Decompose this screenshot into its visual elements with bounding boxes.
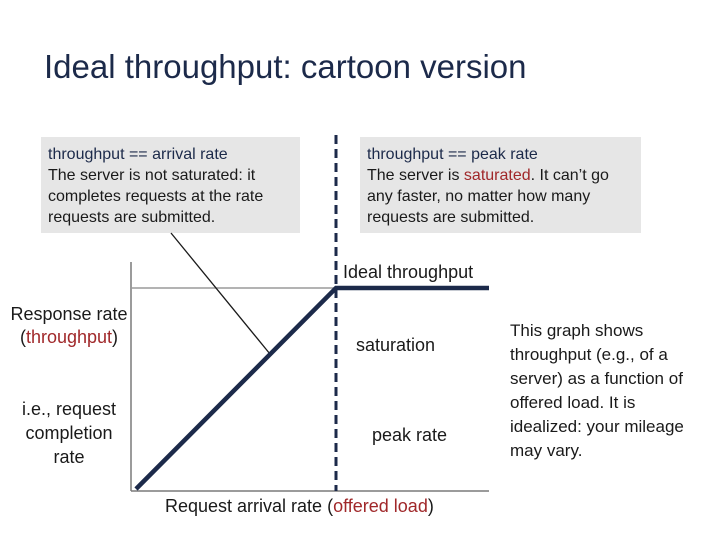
- saturated-callout-body-end: . It can’t go any faster, no matter how …: [367, 167, 609, 226]
- y-axis-label: Response rate (throughput): [10, 303, 128, 349]
- ideal-throughput-label: Ideal throughput: [343, 262, 474, 282]
- unsaturated-callout: throughput == arrival rate The server is…: [41, 137, 300, 233]
- saturated-callout-body: The server is saturated. It can’t go any…: [367, 165, 634, 228]
- saturated-word: saturated: [463, 167, 531, 184]
- page-title: Ideal throughput: cartoon version: [44, 48, 527, 85]
- y-axis-label-highlight: throughput: [25, 327, 113, 347]
- y-axis-sublabel: i.e., request completion rate: [21, 399, 117, 467]
- saturated-callout-heading: throughput == peak rate: [367, 146, 538, 163]
- x-axis-label-highlight: offered load: [333, 496, 428, 516]
- x-axis-label-end: ): [427, 496, 434, 516]
- x-axis-label: Request arrival rate (offered load): [165, 496, 434, 517]
- unsaturated-callout-body: The server is not saturated: it complete…: [48, 167, 264, 226]
- y-axis-label-start: Response rate (: [10, 304, 128, 347]
- saturated-callout-body-start: The server is: [367, 167, 464, 184]
- ideal-throughput-curve: [134, 285, 489, 491]
- saturation-label: saturation: [356, 335, 436, 355]
- y-axis-label-end: ): [112, 327, 119, 347]
- unsaturated-pointer: [170, 232, 271, 355]
- side-note: This graph shows throughput (e.g., of a …: [510, 321, 684, 460]
- unsaturated-callout-heading: throughput == arrival rate: [48, 146, 228, 163]
- peak-rate-label: peak rate: [372, 425, 448, 445]
- saturated-callout: throughput == peak rate The server is sa…: [360, 137, 641, 233]
- x-axis-label-start: Request arrival rate (: [165, 496, 334, 516]
